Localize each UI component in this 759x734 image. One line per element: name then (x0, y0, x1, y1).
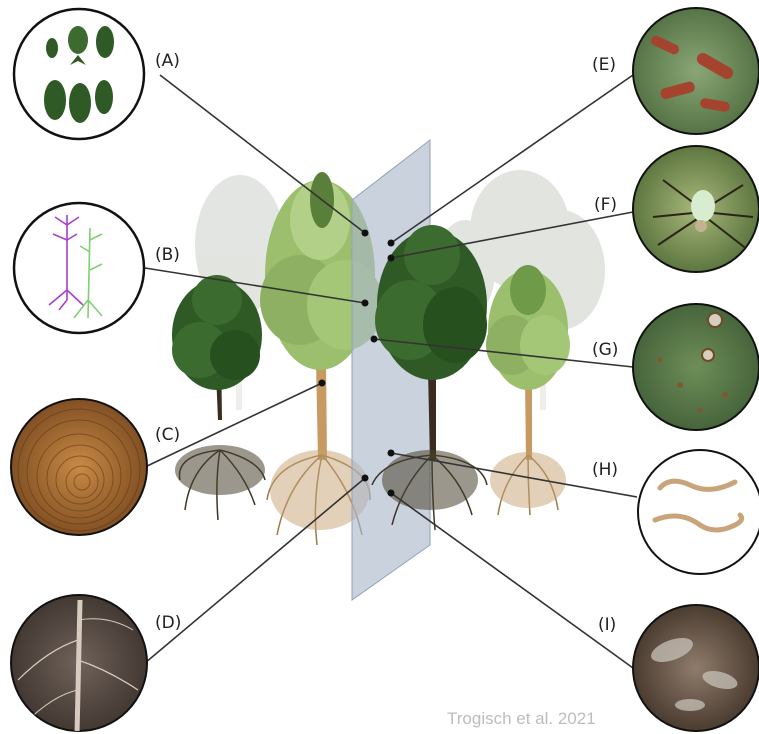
label-h: (H) (592, 460, 618, 480)
label-i: (I) (598, 615, 616, 635)
inset-flowers (633, 8, 759, 134)
label-c: (C) (155, 425, 180, 445)
tree-dark-left (172, 275, 265, 520)
inset-leaf-litter (633, 605, 759, 731)
inset-mycorrhiza (14, 203, 144, 333)
inset-roots (11, 595, 147, 734)
label-d: (D) (155, 613, 181, 633)
connector-d (145, 478, 365, 663)
credit-text: Trogisch et al. 2021 (447, 709, 596, 728)
label-a: (A) (155, 51, 180, 71)
label-e: (E) (592, 55, 616, 75)
label-b: (B) (155, 245, 180, 265)
inset-wood-rings (11, 399, 147, 535)
label-g: (G) (592, 340, 618, 360)
inset-spider (633, 146, 759, 272)
label-f: (F) (594, 195, 617, 215)
inset-leaf-disease (633, 304, 759, 430)
inset-leaves (14, 9, 144, 139)
inset-nematodes (638, 450, 759, 574)
connector-i (391, 493, 633, 668)
